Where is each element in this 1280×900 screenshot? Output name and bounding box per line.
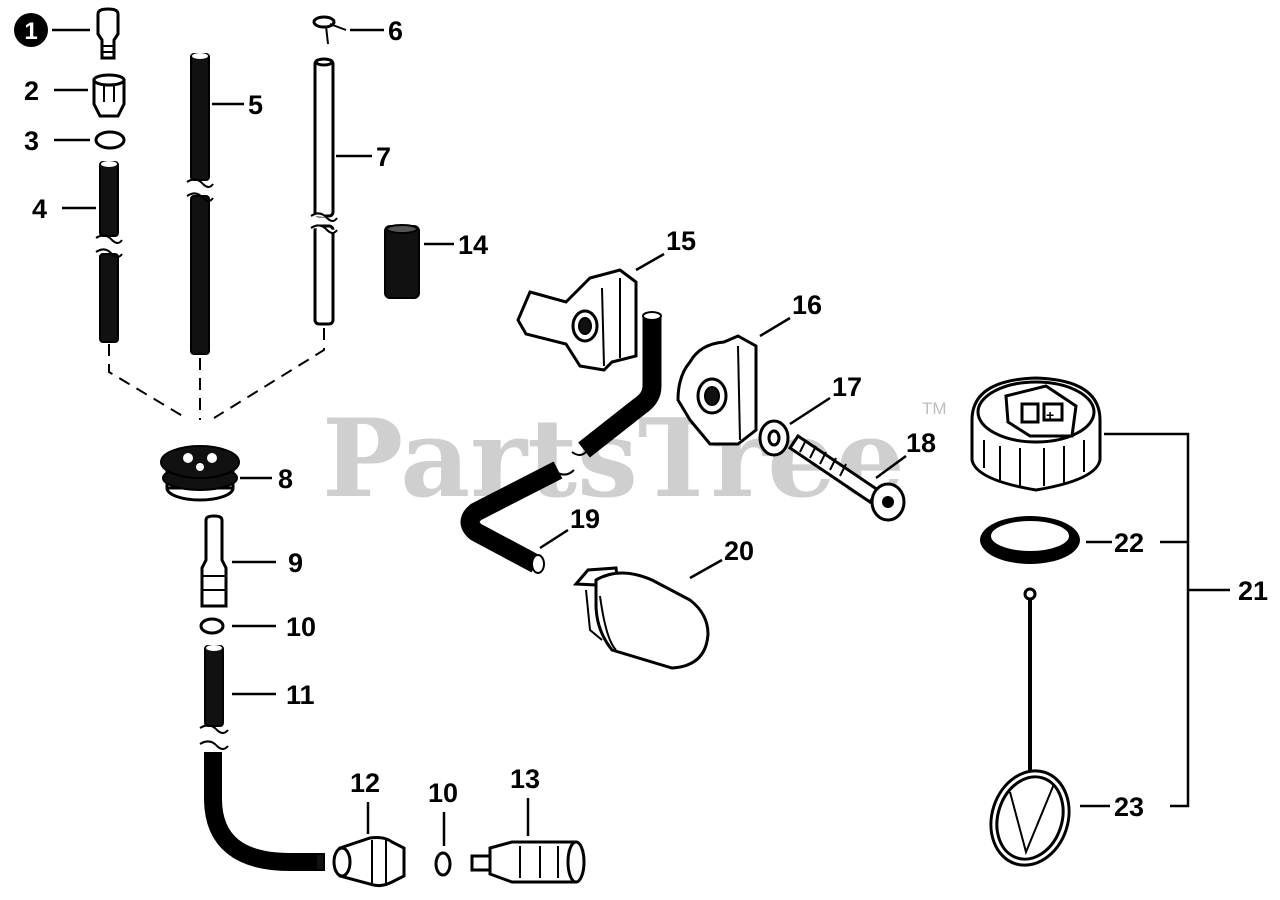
callout-10a-label: 10 (286, 612, 316, 642)
part-1-fitting[interactable] (96, 7, 120, 60)
callout-23-label: 23 (1114, 792, 1144, 822)
watermark-trademark: TM (922, 399, 947, 418)
part-5-hose[interactable] (186, 53, 214, 355)
callout-3: 3 (24, 126, 90, 156)
callout-9-label: 9 (288, 548, 303, 578)
part-22-gasket[interactable] (980, 516, 1080, 564)
callout-13: 13 (510, 764, 540, 836)
callout-10b-label: 10 (428, 778, 458, 808)
callout-15-label: 15 (666, 226, 696, 256)
callout-16: 16 (759, 290, 822, 338)
part-8-grommet[interactable] (160, 445, 240, 502)
part-3-o-ring[interactable] (94, 130, 126, 150)
callout-5: 5 (212, 90, 263, 120)
callout-11-label: 11 (286, 680, 315, 710)
callout-2: 2 (24, 76, 88, 106)
callout-12: 12 (350, 768, 380, 834)
callout-4: 4 (32, 194, 96, 224)
callout-14-label: 14 (458, 230, 488, 260)
part-13-fuel-filter[interactable] (470, 840, 586, 884)
callout-7-label: 7 (376, 142, 391, 172)
assembly-bracket-21 (1104, 432, 1230, 808)
callout-6-label: 6 (388, 16, 403, 46)
part-9-fitting[interactable] (200, 514, 228, 608)
callout-10b: 10 (428, 778, 458, 846)
callout-8: 8 (240, 464, 293, 494)
callout-18-label: 18 (906, 428, 936, 458)
part-7-tube[interactable] (310, 57, 338, 326)
part-6-clip[interactable] (312, 15, 347, 45)
callout-16-label: 16 (792, 290, 822, 320)
part-12-grommet[interactable] (332, 836, 406, 888)
callout-21-label: 21 (1238, 576, 1268, 606)
callout-14: 14 (424, 230, 488, 260)
part-23-strainer[interactable] (979, 587, 1081, 875)
callout-8-label: 8 (278, 464, 293, 494)
callout-1-label: 1 (24, 18, 37, 45)
callout-18: 18 (875, 428, 936, 480)
callout-11: 11 (232, 680, 315, 710)
callout-5-label: 5 (248, 90, 263, 120)
callout-12-label: 12 (350, 768, 380, 798)
callout-21: 21 (1238, 576, 1268, 606)
part-21-fuel-cap[interactable]: + (970, 376, 1102, 492)
part-19-return-line[interactable] (460, 311, 662, 574)
part-11-fuel-line[interactable] (199, 645, 325, 871)
callout-4-label: 4 (32, 194, 47, 224)
callout-10a: 10 (232, 612, 316, 642)
callout-2-label: 2 (24, 76, 39, 106)
part-16-clamp[interactable] (676, 334, 758, 446)
callout-13-label: 13 (510, 764, 540, 794)
part-17-washer[interactable] (758, 419, 790, 457)
callout-15: 15 (635, 226, 696, 272)
part-10-o-ring-2[interactable] (434, 851, 452, 877)
assembly-lines (108, 328, 325, 420)
part-14-sleeve[interactable] (384, 224, 420, 299)
callout-22-label: 22 (1114, 528, 1144, 558)
callout-22: 22 (1086, 528, 1144, 558)
callout-7: 7 (336, 142, 391, 172)
callout-1: 1 (14, 13, 90, 47)
part-20-primer-bulb[interactable] (572, 566, 710, 670)
part-10-o-ring[interactable] (199, 617, 225, 635)
part-15-bracket[interactable] (516, 268, 638, 372)
callout-3-label: 3 (24, 126, 39, 156)
callout-23: 23 (1080, 792, 1144, 822)
svg-text:+: + (1046, 407, 1054, 423)
part-2-nut[interactable] (92, 73, 126, 118)
part-4-hose[interactable] (95, 161, 123, 343)
callout-6: 6 (350, 16, 403, 46)
callout-20: 20 (689, 536, 754, 580)
callout-17-label: 17 (832, 372, 862, 402)
callout-19-label: 19 (570, 504, 600, 534)
callout-17: 17 (789, 372, 862, 426)
callout-9: 9 (232, 548, 303, 578)
callout-19: 19 (539, 504, 600, 550)
part-18-bolt[interactable] (787, 433, 906, 522)
callout-20-label: 20 (724, 536, 754, 566)
